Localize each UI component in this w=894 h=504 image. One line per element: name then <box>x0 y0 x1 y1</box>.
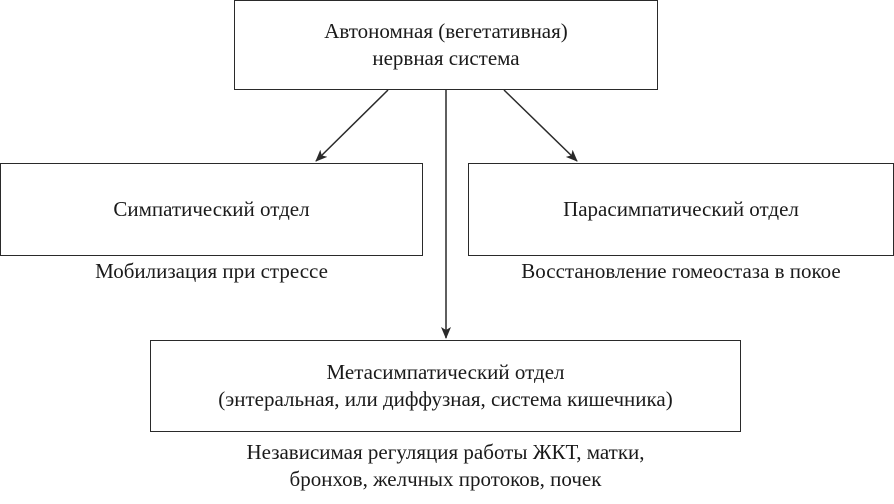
arrow-to-sympathetic <box>315 89 389 162</box>
autonomic-nervous-system-box: Автономная (вегетативная) нервная систем… <box>234 0 658 90</box>
metasympathetic-division-box: Метасимпатический отдел (энтеральная, ил… <box>150 340 741 432</box>
sympathetic-label: Симпатический отдел <box>113 197 310 221</box>
root-title-line1: Автономная (вегетативная) <box>324 19 568 43</box>
arrow-to-parasympathetic <box>503 89 578 162</box>
metasympathetic-caption-line1: Независимая регуляция работы ЖКТ, матки, <box>246 440 645 464</box>
metasympathetic-label-line1: Метасимпатический отдел <box>326 360 565 384</box>
parasympathetic-label: Парасимпатический отдел <box>563 197 799 221</box>
sympathetic-caption: Мобилизация при стрессе <box>95 259 328 283</box>
metasympathetic-caption: Независимая регуляция работы ЖКТ, матки,… <box>150 439 741 493</box>
sympathetic-division-box: Симпатический отдел <box>0 163 423 256</box>
parasympathetic-caption: Восстановление гомеостаза в покое <box>521 259 841 283</box>
root-title-line2: нервная система <box>372 46 520 70</box>
parasympathetic-division-box: Парасимпатический отдел <box>468 163 894 256</box>
metasympathetic-caption-line2: бронхов, желчных протоков, почек <box>289 467 602 491</box>
metasympathetic-label-line2: (энтеральная, или диффузная, система киш… <box>218 387 673 411</box>
